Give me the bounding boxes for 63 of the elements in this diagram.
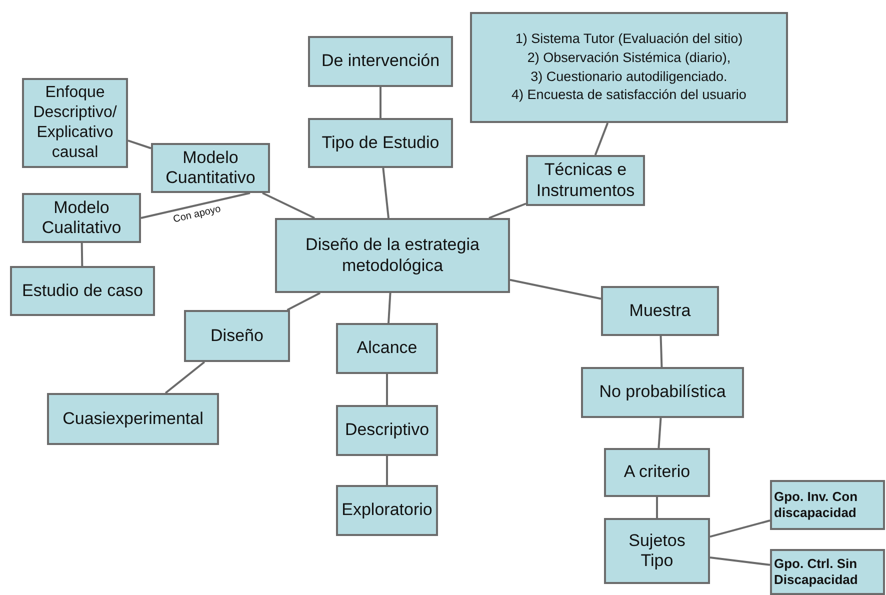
connector-line	[710, 520, 770, 538]
node-text: Técnicas e Instrumentos	[535, 160, 636, 201]
concept-box	[308, 118, 453, 168]
concept-box	[770, 549, 885, 595]
concept-box	[470, 12, 788, 123]
connector-line	[656, 497, 658, 518]
node-text: No probabilística	[599, 382, 726, 403]
connector-line	[386, 374, 388, 405]
connector-line	[80, 242, 84, 266]
concept-box	[336, 323, 438, 374]
node-text: Diseño de la estrategia metodológica	[304, 235, 480, 276]
connector-line	[286, 292, 321, 311]
connector-line	[164, 361, 206, 394]
node-text: Diseño	[210, 326, 264, 346]
connector-line	[382, 168, 390, 218]
node-text: Tipo de Estudio	[322, 132, 440, 154]
concept-box	[601, 286, 719, 336]
connector-line	[380, 87, 382, 118]
node-text: 1) Sistema Tutor (Evaluación del sitio)	[515, 30, 743, 48]
node-text: Muestra	[629, 300, 691, 322]
node-text: Estudio de caso	[22, 280, 143, 302]
node-text: 3) Cuestionario autodiligenciado.	[530, 68, 728, 86]
concept-box	[308, 36, 453, 87]
concept-box	[22, 78, 128, 168]
connector-line	[488, 202, 526, 219]
connector-line	[386, 456, 388, 485]
connector-line	[660, 336, 663, 368]
connector-line	[388, 292, 392, 324]
concept-box	[581, 367, 744, 418]
node-text: 4) Encuesta de satisfacción del usuario	[512, 86, 746, 104]
concept-box	[604, 518, 710, 584]
node-text: Modelo Cuantitativo	[164, 148, 256, 188]
node-text: A criterio	[624, 462, 690, 483]
node-text: Enfoque Descriptivo/ Explicativo causal	[32, 83, 118, 163]
concept-box	[10, 266, 155, 316]
node-text: 2) Observación Sistémica (diario),	[527, 48, 731, 67]
concept-box	[275, 218, 510, 293]
node-text: Modelo Cualitativo	[40, 198, 122, 238]
connector-line	[594, 122, 609, 156]
edge-label: Con apoyo	[171, 204, 222, 225]
connector-line	[262, 192, 315, 219]
concept-box	[184, 310, 290, 362]
concept-box	[604, 448, 710, 497]
node-text: De intervención	[321, 51, 440, 72]
concept-box	[151, 143, 270, 193]
concept-box	[47, 393, 219, 445]
connector-line	[658, 418, 662, 448]
concept-box	[336, 405, 438, 456]
concept-box	[22, 193, 141, 243]
concept-box	[770, 480, 885, 530]
connector-line	[510, 278, 602, 300]
node-text: Gpo. Inv. Con discapacidad	[774, 488, 859, 522]
concept-box	[526, 155, 645, 206]
connector-line	[140, 192, 250, 219]
node-text: Descriptivo	[344, 420, 430, 441]
node-text: Cuasiexperimental	[62, 408, 204, 430]
connector-line	[128, 140, 152, 150]
node-text: Exploratorio	[342, 500, 432, 521]
node-text: Sujetos Tipo	[628, 530, 686, 572]
concept-box	[336, 485, 438, 536]
node-text: Gpo. Ctrl. Sin Discapacidad	[774, 556, 859, 588]
node-text: Alcance	[356, 338, 418, 359]
connector-line	[710, 556, 770, 566]
